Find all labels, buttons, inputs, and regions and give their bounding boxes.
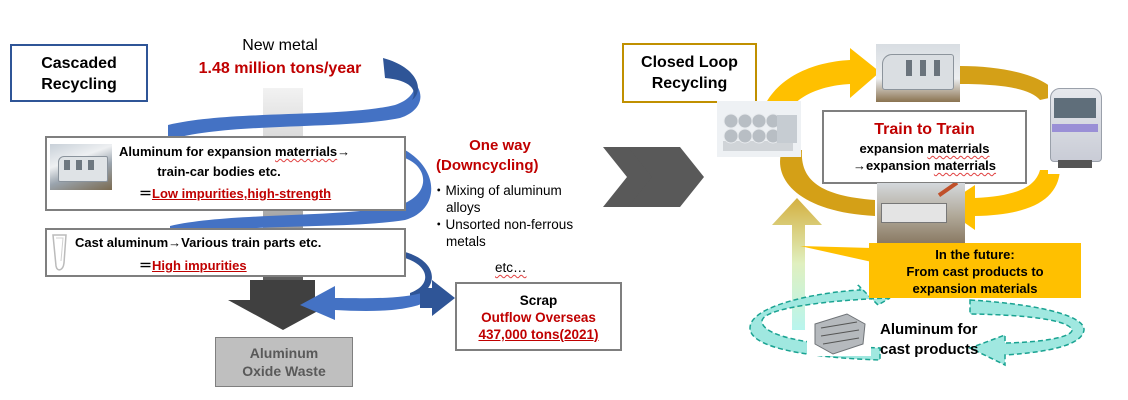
subway-train-front-photo	[1048, 82, 1102, 174]
one-way-subtitle: (Downcycling)	[436, 157, 539, 174]
spiral-band-mid	[170, 150, 432, 238]
new-train-car-photo	[876, 44, 960, 102]
train-to-train-box: Train to Train expansion materrials →exp…	[822, 110, 1027, 184]
new-metal-amount: 1.48 million tons/year	[198, 60, 362, 77]
aluminum-oxide-waste-box: Aluminum Oxide Waste	[215, 337, 353, 387]
scrap-outflow-label: Outflow Overseas	[481, 310, 596, 325]
reasons-etc: etc…	[495, 260, 527, 275]
cast-aluminum-box: Cast aluminum→Various train parts etc. ＝…	[45, 228, 406, 277]
engine-block-photo	[807, 310, 871, 356]
center-line-2: expansion materrials	[859, 141, 990, 156]
new-metal-label: New metal	[242, 37, 318, 54]
title-line-1: Closed Loop	[641, 54, 738, 71]
train-dismantling-photo	[877, 183, 965, 243]
title-line-2: Recycling	[41, 76, 117, 93]
scrap-title: Scrap	[519, 293, 558, 308]
title-line-1: Cascaded	[41, 55, 117, 72]
cast-part-icon	[52, 234, 67, 271]
triple-chevron-right-icon	[603, 147, 704, 207]
waste-line-2: Oxide Waste	[242, 363, 326, 379]
scrap-outflow-box: Scrap Outflow Overseas 437,000 tons(2021…	[455, 282, 622, 351]
scrap-arrow	[420, 280, 455, 316]
cast-products-label: Aluminum for cast products	[880, 320, 978, 360]
cast-line-2: ＝High impurities	[139, 258, 247, 273]
expansion-materials-box: Aluminum for expansion materrials→ train…	[45, 136, 406, 211]
closed-loop-recycling-title: Closed Loop Recycling	[622, 43, 757, 103]
future-callout-box: In the future: From cast products to exp…	[869, 243, 1081, 298]
spiral-band-top-dark	[383, 58, 419, 100]
loop-arrow-bottom-right	[942, 170, 1060, 230]
train-to-train-title: Train to Train	[874, 121, 975, 138]
title-line-2: Recycling	[651, 75, 728, 92]
cast-label-line-1: Aluminum for	[880, 321, 978, 338]
upgrade-up-arrow	[772, 198, 822, 330]
waste-line-1: Aluminum	[249, 345, 319, 361]
future-callout-pointer	[800, 246, 872, 262]
aluminum-billets-photo	[717, 101, 801, 157]
expansion-line-1: Aluminum for expansion materrials→	[119, 144, 351, 159]
future-line-2: From cast products to	[906, 264, 1044, 279]
cast-line-1: Cast aluminum→Various train parts etc.	[75, 235, 322, 250]
expansion-line-2: train-car bodies etc.	[157, 164, 281, 179]
cascaded-recycling-title: Cascaded Recycling	[10, 44, 148, 102]
future-line-1: In the future:	[935, 247, 1015, 262]
expansion-line-3: ＝Low impurities,high-strength	[139, 186, 332, 201]
return-arrow	[300, 286, 430, 320]
scrap-outflow-amount: 437,000 tons(2021)	[478, 327, 599, 342]
waste-down-arrow	[228, 280, 338, 330]
loop-arrow-top-right	[960, 66, 1058, 100]
train-car-photo	[50, 144, 112, 190]
future-line-3: expansion materials	[912, 281, 1038, 296]
cast-loop-arrows	[749, 284, 1085, 367]
one-way-title: One way	[469, 137, 531, 154]
cast-label-line-2: cast products	[880, 341, 979, 358]
spiral-band-top	[168, 62, 421, 140]
center-line-3: →expansion materrials	[852, 158, 997, 173]
loop-arrow-bottom-left	[780, 150, 875, 216]
